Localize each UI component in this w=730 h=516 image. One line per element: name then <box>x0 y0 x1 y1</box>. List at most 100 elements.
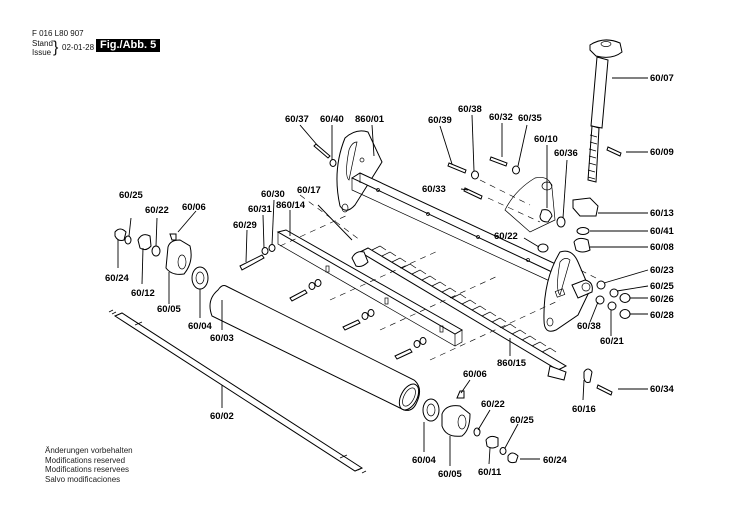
note-german: Änderungen vorbehalten <box>45 446 133 455</box>
issue-date: 02-01-28 <box>62 43 95 52</box>
callout-60-03: 60/03 <box>210 333 234 344</box>
screw-60-32 <box>489 156 508 167</box>
screw-60-34 <box>596 384 613 396</box>
sleeve-60-08 <box>573 237 591 253</box>
callout-60-29: 60/29 <box>233 220 257 231</box>
note-french: Modifications reservees <box>45 465 130 474</box>
callout-60-11: 60/11 <box>478 467 502 478</box>
bearing-housing-60-05 <box>165 239 192 275</box>
bolts-and-washers <box>239 244 427 360</box>
washer-60-25-b <box>499 447 507 455</box>
cutting-reel-860-15 <box>351 245 568 381</box>
callout-60-22-bottom: 60/22 <box>481 399 505 410</box>
bearing-60-04 <box>191 266 209 290</box>
left-end-parts <box>114 228 209 290</box>
callout-60-17: 60/17 <box>297 185 321 196</box>
grease-nipple-60-06-b <box>456 390 465 399</box>
callout-60-02: 60/02 <box>210 411 234 422</box>
callout-60-24-bottom: 60/24 <box>543 455 567 466</box>
callout-60-37: 60/37 <box>285 114 309 125</box>
nut-60-24 <box>114 228 127 241</box>
callout-60-36: 60/36 <box>554 148 578 159</box>
callout-60-04-left: 60/04 <box>188 321 212 332</box>
washer-60-22 <box>151 245 161 257</box>
callout-60-06-bottom: 60/06 <box>463 369 487 380</box>
callout-860-14: 860/14 <box>276 200 306 211</box>
callout-60-38-top: 60/38 <box>458 104 482 115</box>
part-number: F 016 L80 907 <box>32 29 84 38</box>
blade-bar-860-14 <box>276 229 464 347</box>
callout-60-25-left: 60/25 <box>119 190 143 201</box>
bearing-60-04-b <box>422 398 440 422</box>
washer-60-36 <box>556 216 566 228</box>
callout-60-09: 60/09 <box>650 147 674 158</box>
callout-60-38-right: 60/38 <box>577 321 601 332</box>
housing-bore-b <box>457 414 467 430</box>
note-spanish: Salvo modificaciones <box>45 474 121 484</box>
callout-60-23: 60/23 <box>650 265 674 276</box>
callout-60-04-bottom: 60/04 <box>412 455 436 466</box>
bolt-60-39 <box>447 162 467 174</box>
leader-lines <box>117 77 649 466</box>
washer-60-22-b <box>473 427 481 437</box>
washer-60-25 <box>124 235 132 245</box>
grease-nipple-60-06 <box>169 233 177 241</box>
washer-60-38 <box>471 170 479 180</box>
side-plate-left-860-01 <box>336 130 383 213</box>
callout-60-39: 60/39 <box>428 115 452 126</box>
washer-60-41 <box>576 227 590 235</box>
callout-60-22-mid: 60/22 <box>494 231 518 242</box>
right-end-parts <box>422 390 519 464</box>
callout-60-24-left: 60/24 <box>105 273 129 284</box>
shaft-60-02 <box>108 309 367 474</box>
block-60-13 <box>572 197 599 217</box>
bushing-60-10 <box>539 209 553 223</box>
callout-60-06-top: 60/06 <box>182 202 206 213</box>
bolt-60-33 <box>463 187 483 200</box>
bushing-60-12 <box>137 234 152 251</box>
side-plate-right <box>543 250 593 332</box>
nut-60-24-b <box>507 452 519 464</box>
roller-60-03 <box>209 285 420 411</box>
callout-60-25-bottom: 60/25 <box>510 415 534 426</box>
figure-label: Fig./Abb. 5 <box>96 39 161 52</box>
top-fasteners <box>313 143 599 253</box>
spring-60-16 <box>583 368 593 383</box>
callout-60-25-right: 60/25 <box>650 281 674 292</box>
issue-label: Issue <box>32 48 52 57</box>
modification-notes: Änderungen vorbehalten Modifications res… <box>45 446 133 484</box>
callout-60-33: 60/33 <box>422 184 446 195</box>
callout-60-16: 60/16 <box>572 404 596 415</box>
callout-60-10: 60/10 <box>534 134 558 145</box>
pin-60-09 <box>606 146 622 157</box>
callout-60-40: 60/40 <box>320 114 344 125</box>
callout-60-32: 60/32 <box>489 112 513 123</box>
callout-60-21: 60/21 <box>600 336 624 347</box>
callout-60-12: 60/12 <box>131 288 155 299</box>
bushing-60-11 <box>485 435 499 449</box>
callout-860-15: 860/15 <box>497 358 527 369</box>
callout-60-08: 60/08 <box>650 242 674 253</box>
housing-bore <box>177 254 187 270</box>
callout-60-07: 60/07 <box>650 73 674 84</box>
callout-860-01: 860/01 <box>355 114 385 125</box>
callout-60-41: 60/41 <box>650 226 674 237</box>
washer-60-40 <box>329 159 337 167</box>
callout-60-34: 60/34 <box>650 384 674 395</box>
washer-60-35 <box>512 165 520 175</box>
callout-60-05-bottom: 60/05 <box>438 469 462 480</box>
washer-60-22 <box>537 243 549 253</box>
callout-60-13: 60/13 <box>650 208 674 219</box>
callout-labels: 60/07 60/09 60/37 60/40 860/01 60/39 60/… <box>105 73 674 480</box>
bearing-bore-b <box>426 403 436 417</box>
adjusting-spindle-60-07 <box>587 39 623 183</box>
callout-60-31: 60/31 <box>248 204 272 215</box>
callout-60-28: 60/28 <box>650 310 674 321</box>
callout-60-26: 60/26 <box>650 294 674 305</box>
note-english: Modifications reserved <box>45 455 126 465</box>
bolt-60-37 <box>313 143 331 159</box>
brace: } <box>53 39 59 56</box>
callout-60-35: 60/35 <box>518 113 542 124</box>
callout-60-05-left: 60/05 <box>157 304 181 315</box>
